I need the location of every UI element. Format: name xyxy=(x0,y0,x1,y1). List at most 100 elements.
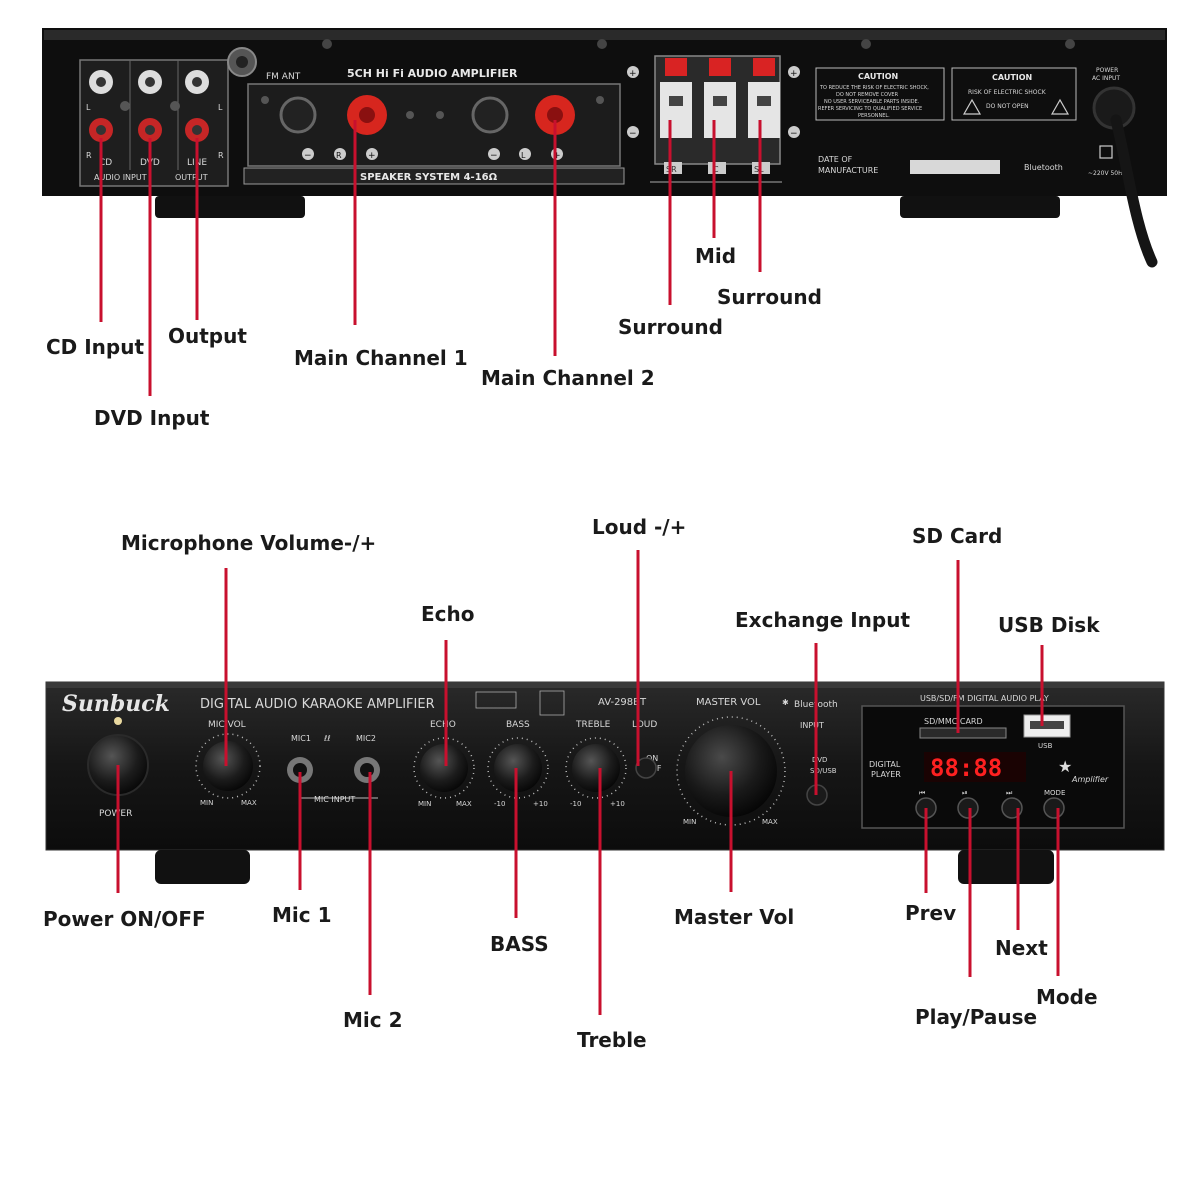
svg-text:+: + xyxy=(368,151,376,161)
sd-mmc-card-label: SD/MMC CARD xyxy=(924,717,983,726)
callout-next: Next xyxy=(995,936,1048,960)
treble-knob[interactable] xyxy=(572,744,620,792)
audio-l-label: L xyxy=(86,103,91,112)
digital-player-label-1: DIGITAL xyxy=(869,760,901,769)
bass-knob[interactable] xyxy=(494,744,542,792)
power-ac-label-1: POWER xyxy=(1096,67,1118,74)
manufacture-label: MANUFACTURE xyxy=(818,166,878,175)
power-cord xyxy=(1110,114,1158,268)
callout-mid: Mid xyxy=(695,244,737,268)
power-label: POWER xyxy=(99,809,132,819)
loud-label: LOUD xyxy=(632,720,657,730)
bluetooth-icon: ✱ xyxy=(782,698,789,707)
power-ac-label-2: AC INPUT xyxy=(1092,75,1120,82)
input-sdusb-label: SD/USB xyxy=(810,767,837,775)
double-insulation-icon xyxy=(1099,145,1113,159)
callout-exchange-input: Exchange Input xyxy=(735,608,911,632)
date-of-label: DATE OF xyxy=(818,155,853,164)
mic2-label: MIC2 xyxy=(356,734,376,743)
model-label: AV-298BT xyxy=(598,697,647,708)
power-led xyxy=(114,717,122,725)
cd-jack-label: CD xyxy=(99,158,112,168)
terminal-r-label: R xyxy=(336,151,342,160)
play-pause-button[interactable] xyxy=(957,797,979,819)
svg-text:−: − xyxy=(629,129,637,139)
callout-mic-1: Mic 1 xyxy=(272,903,332,927)
clip-c-label: C xyxy=(713,165,719,174)
svg-text:−: − xyxy=(490,151,498,161)
mic-input-label: MIC INPUT xyxy=(314,795,355,804)
sd-card-slot[interactable] xyxy=(919,727,1007,739)
caution1-line-5: PERSONNEL. xyxy=(858,113,890,119)
callout-microphone-volume: Microphone Volume-/+ xyxy=(121,531,377,555)
callout-prev: Prev xyxy=(905,901,957,925)
master-vol-min: MIN xyxy=(683,818,696,826)
callout-treble: Treble xyxy=(577,1028,647,1052)
digital-player-label-2: PLAYER xyxy=(871,770,901,779)
mode-button[interactable] xyxy=(1043,797,1065,819)
callout-main-channel-2: Main Channel 2 xyxy=(481,366,655,390)
voltage-label: ~220V 50Hz xyxy=(1088,170,1126,177)
input-label: INPUT xyxy=(800,721,824,730)
mic-vol-min: MIN xyxy=(200,799,213,807)
master-vol-label: MASTER VOL xyxy=(696,697,761,708)
callout-dvd-input: DVD Input xyxy=(94,406,210,430)
star-icon: ★ xyxy=(1058,757,1072,776)
caution1-line-1: TO REDUCE THE RISK OF ELECTRIC SHOCK, xyxy=(819,85,929,91)
callout-play-pause: Play/Pause xyxy=(915,1005,1038,1029)
caution2-line-1: RISK OF ELECTRIC SHOCK xyxy=(968,89,1047,96)
echo-min: MIN xyxy=(418,800,431,808)
output-label: OUTPUT xyxy=(175,173,208,182)
music-logo xyxy=(539,690,565,716)
svg-text:+: + xyxy=(553,151,561,161)
loud-button[interactable] xyxy=(635,757,657,779)
clip-sr-label: SR xyxy=(666,165,677,174)
caution1-line-3: NO USER SERVICEABLE PARTS INSIDE. xyxy=(824,99,920,105)
input-dvd-label: DVD xyxy=(812,756,827,764)
master-vol-max: MAX xyxy=(762,818,778,826)
mic-icon: ℓℓ xyxy=(323,734,331,743)
audio-r-label: R xyxy=(86,151,92,160)
treble-max: +10 xyxy=(610,800,625,808)
rear-title: 5CH Hi Fi AUDIO AMPLIFIER xyxy=(347,67,518,80)
speaker-system-label: SPEAKER SYSTEM 4-16Ω xyxy=(360,172,498,183)
echo-knob[interactable] xyxy=(420,744,468,792)
treble-label: TREBLE xyxy=(575,720,611,730)
mic-vol-max: MAX xyxy=(241,799,257,807)
led-display-text: 88:88 xyxy=(930,754,1002,782)
svg-text:+: + xyxy=(629,69,637,79)
rear-leader-lines xyxy=(99,120,762,396)
brand-logo: Sunbuck xyxy=(62,691,170,717)
callout-surround-left: Surround xyxy=(618,315,723,339)
next-icon: ⏭ xyxy=(1006,789,1013,797)
terminal-l-label: L xyxy=(521,151,526,160)
echo-max: MAX xyxy=(456,800,472,808)
caution2-title: CAUTION xyxy=(992,73,1032,82)
bass-max: +10 xyxy=(533,800,548,808)
callout-main-channel-1: Main Channel 1 xyxy=(294,346,468,370)
manufacture-date-sticker xyxy=(910,160,1000,174)
rear-panel: L R L R CD DVD LINE AUDIO INPUT OUTPUT F… xyxy=(42,28,1167,268)
callout-bass: BASS xyxy=(490,932,549,956)
callout-master-vol: Master Vol xyxy=(674,905,795,929)
callout-output: Output xyxy=(168,324,247,348)
digital-karaoke-logo xyxy=(475,691,517,709)
warning-triangle-icon xyxy=(962,98,982,115)
callout-mode: Mode xyxy=(1036,985,1098,1009)
callout-sd-card: SD Card xyxy=(912,524,1003,548)
echo-label: ECHO xyxy=(430,720,456,730)
play-pause-icon: ⏯ xyxy=(962,789,968,797)
warning-triangle-icon xyxy=(1050,98,1070,115)
mic-volume-knob[interactable] xyxy=(203,741,253,791)
mic1-label: MIC1 xyxy=(291,734,311,743)
output-l-label: L xyxy=(218,103,223,112)
amplifier-logo: Amplifier xyxy=(1071,775,1109,784)
treble-min: -10 xyxy=(570,800,581,808)
bass-label: BASS xyxy=(506,720,530,730)
prev-icon: ⏮ xyxy=(919,789,925,797)
audio-input-label: AUDIO INPUT xyxy=(94,173,147,182)
caution-box-1 xyxy=(815,67,945,121)
callout-usb-disk: USB Disk xyxy=(998,613,1100,637)
svg-text:−: − xyxy=(790,129,798,139)
callout-surround-right: Surround xyxy=(717,285,822,309)
